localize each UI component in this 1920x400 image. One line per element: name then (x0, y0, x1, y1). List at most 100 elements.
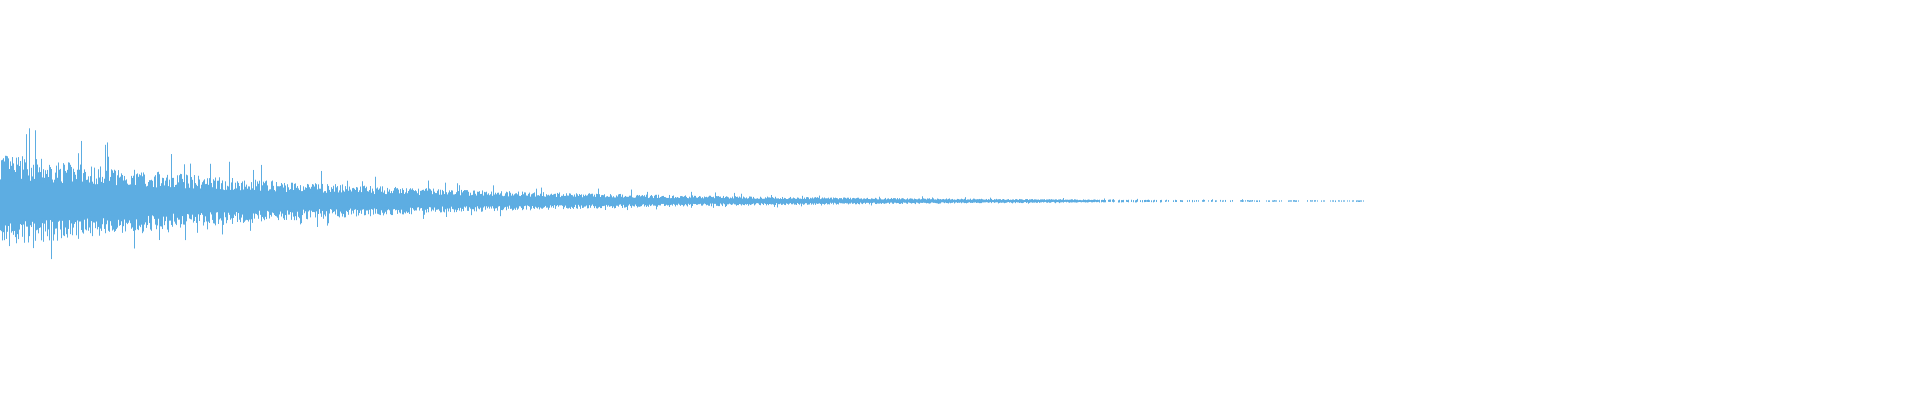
waveform-sample-bar (1173, 200, 1174, 202)
waveform-sample-bar (1294, 200, 1295, 202)
waveform-sample-bar (1067, 199, 1068, 202)
waveform-sample-bar (1096, 200, 1097, 203)
waveform-sample-bar (1203, 199, 1204, 202)
waveform-sample-bar (734, 192, 735, 205)
waveform-sample-bar (1123, 199, 1124, 203)
waveform-sample-bar (1101, 199, 1102, 203)
waveform-sample-bar (1081, 200, 1082, 203)
waveform-sample-bar (1245, 200, 1246, 202)
waveform-sample-bar (1053, 199, 1054, 202)
waveform-sample-bar (1044, 199, 1045, 203)
waveform-sample-bar (107, 142, 108, 221)
waveform-sample-bar (1192, 199, 1193, 203)
waveform-sample-bar (1045, 200, 1046, 202)
waveform-sample-bar (1049, 199, 1050, 203)
waveform-sample-bar (1273, 200, 1274, 202)
waveform-sample-bar (1147, 199, 1148, 202)
waveform-sample-bar (1276, 200, 1277, 202)
waveform-sample-bar (1360, 200, 1361, 202)
waveform-sample-bar (1215, 200, 1216, 203)
waveform-sample-bar (922, 196, 923, 203)
waveform-sample-bar (1047, 199, 1048, 203)
waveform-sample-bar (1050, 199, 1051, 203)
waveform-sample-bar (1048, 199, 1049, 203)
waveform-sample-bar (1359, 200, 1360, 202)
waveform-sample-bar (1275, 200, 1276, 202)
waveform-sample-bar (1189, 199, 1190, 202)
waveform-sample-bar (1204, 199, 1205, 202)
waveform-sample-bar (1324, 200, 1325, 202)
waveform-sample-bar (1175, 199, 1176, 202)
waveform-sample-bar (1361, 200, 1362, 202)
waveform-sample-bar (1128, 199, 1129, 203)
waveform-sample-bar (1131, 199, 1132, 202)
waveform-sample-bar (1083, 199, 1084, 203)
waveform-sample-bar (1102, 199, 1103, 202)
waveform-sample-bar (1251, 200, 1252, 202)
waveform-sample-bar (1093, 199, 1094, 203)
waveform-sample-bar (1249, 200, 1250, 202)
waveform-sample-bar (1347, 200, 1348, 202)
waveform-sample-bar (1094, 199, 1095, 203)
waveform-sample-bar (1121, 200, 1122, 203)
waveform-sample-bar (1075, 199, 1076, 203)
waveform-sample-bar (1076, 199, 1077, 203)
waveform-sample-bar (1312, 200, 1313, 202)
waveform-sample-bar (1289, 200, 1290, 202)
waveform-sample-bar (1343, 200, 1344, 202)
waveform-sample-bar (1156, 199, 1157, 203)
waveform-sample-bar (1269, 200, 1270, 202)
waveform-sample-bar (1266, 200, 1267, 202)
waveform-sample-bar (1248, 200, 1249, 202)
waveform-sample-bar (1358, 200, 1359, 202)
waveform-sample-bar (1187, 200, 1188, 202)
waveform-sample-bar (1103, 199, 1104, 203)
waveform-sample-bar (1051, 199, 1052, 203)
waveform-sample-bar (1247, 200, 1248, 202)
waveform-sample-bar (1296, 200, 1297, 202)
waveform-sample-bar (1202, 200, 1203, 202)
waveform-sample-bar (1095, 199, 1096, 202)
waveform-sample-bar (1154, 199, 1155, 202)
waveform-sample-bar (1279, 200, 1280, 202)
waveform-sample-bar (1085, 199, 1086, 203)
waveform-sample-bar (1104, 198, 1105, 203)
waveform-sample-bar (1180, 199, 1181, 202)
waveform-sample-bar (1065, 199, 1066, 202)
waveform-sample-bar (1332, 200, 1333, 202)
waveform-sample-bar (1148, 199, 1149, 202)
waveform-sample-bar (1114, 200, 1115, 202)
waveform-sample-bar (253, 169, 254, 214)
waveform-sample-bar (229, 161, 230, 215)
waveform-sample-bar (1298, 200, 1299, 202)
waveform-sample-bar (1118, 200, 1119, 203)
waveform-sample-bar (1335, 200, 1336, 203)
waveform-sample-bar (1254, 200, 1255, 202)
waveform-sample-bar (1272, 200, 1273, 202)
waveform-sample-bar (777, 198, 778, 208)
waveform-sample-bar (1243, 200, 1244, 202)
waveform-sample-bar (1317, 200, 1318, 202)
waveform-sample-bar (1256, 200, 1257, 202)
waveform-sample-bar (1293, 200, 1294, 202)
waveform-sample-bar (1091, 199, 1092, 203)
waveform-sample-bar (1160, 200, 1161, 203)
waveform-sample-bar (1108, 199, 1109, 202)
waveform-sample-bar (1216, 200, 1217, 202)
waveform-sample-bar (1052, 199, 1053, 202)
waveform-sample-bar (1098, 200, 1099, 202)
waveform-sample-bar (1070, 199, 1071, 203)
waveform-sample-bar (1321, 200, 1322, 202)
waveform-sample-bar (1290, 200, 1291, 202)
waveform-sample-bar (1068, 199, 1069, 203)
waveform-sample-bar (1036, 199, 1037, 203)
waveform-sample-bar (1161, 199, 1162, 203)
waveform-sample-bar (1242, 199, 1243, 202)
waveform-sample-bar (1089, 199, 1090, 202)
waveform-sample-bar (1223, 200, 1224, 202)
waveform-sample-bar (1323, 200, 1324, 202)
waveform-sample-bar (1310, 200, 1311, 202)
waveform-sample-bar (1212, 199, 1213, 202)
